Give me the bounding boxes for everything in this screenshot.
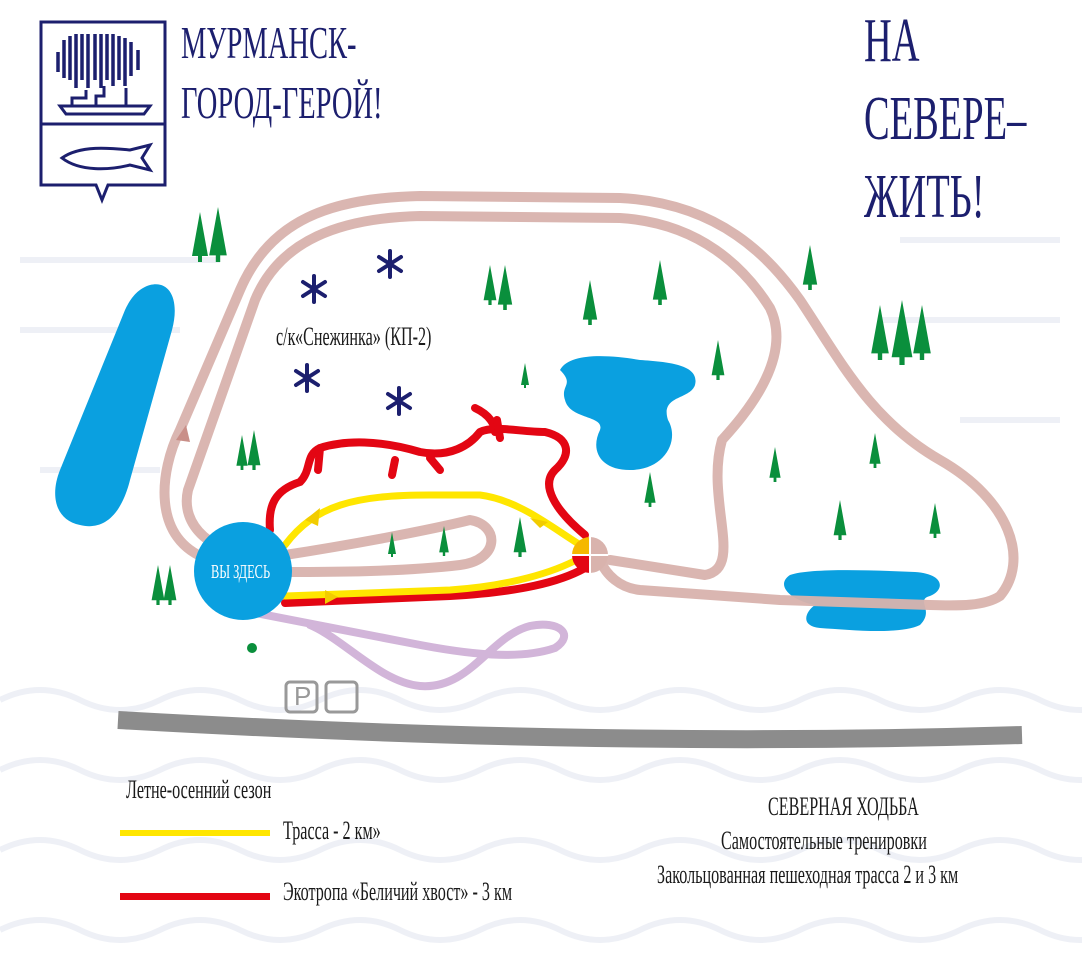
- background-watermark: [0, 237, 1082, 943]
- tree-icon: [483, 265, 497, 305]
- legend-item-red: Экотропа «Беличий хвост» - 3 км: [283, 877, 513, 906]
- walking-loop: [236, 606, 569, 691]
- legend-red-swatch: [120, 893, 270, 900]
- tree-icon: [151, 565, 165, 605]
- point-marker: [247, 643, 257, 653]
- ski-club-label: с/к«Снежинка» (КП-2): [276, 322, 432, 351]
- legend-yellow-swatch: [120, 830, 270, 836]
- lake-left: [55, 284, 175, 527]
- lake-center: [560, 356, 696, 470]
- route-arrows: [305, 508, 548, 604]
- info-line1: Самостоятельные тренировки: [721, 826, 927, 855]
- tree-icon: [439, 526, 449, 556]
- tree-icon: [388, 532, 396, 557]
- tree-icon: [497, 265, 513, 310]
- legend-season: Летне-осенний сезон: [126, 775, 272, 804]
- tree-icon: [192, 212, 208, 262]
- city-title-line1: МУРМАНСК-: [181, 17, 357, 68]
- red-route: [265, 404, 589, 607]
- tree-icon: [209, 207, 227, 262]
- you-are-here-marker: [194, 522, 292, 620]
- tree-icon: [513, 517, 527, 557]
- snowflake-icons: [294, 249, 412, 416]
- ski-loops: [159, 191, 1019, 611]
- coat-of-arms-logo: [39, 20, 167, 205]
- tree-icon: [871, 305, 889, 360]
- info-line2: Закольцованная пешеходная трасса 2 и 3 к…: [657, 860, 959, 889]
- junction-marker: [572, 537, 608, 573]
- tree-icons: [151, 207, 941, 605]
- tree-icon: [891, 300, 913, 365]
- tree-icon: [711, 340, 725, 380]
- slogan-line1: НА: [864, 7, 920, 75]
- snowflake-icon: [294, 363, 320, 393]
- snowflake-icon: [301, 274, 327, 304]
- info-title: СЕВЕРНАЯ ХОДЬБА: [768, 792, 919, 821]
- tree-icon: [236, 435, 248, 470]
- tree-icon: [833, 500, 847, 540]
- legend-item-yellow: Трасса - 2 км»: [283, 816, 381, 845]
- snowflake-icon: [377, 249, 403, 279]
- you-are-here-label: ВЫ ЗДЕСЬ: [211, 561, 271, 583]
- tree-icon: [644, 472, 656, 507]
- tree-icon: [652, 260, 668, 305]
- tree-icon: [582, 280, 598, 325]
- slogan-line2: СЕВЕРЕ–: [864, 85, 1027, 153]
- tree-icon: [913, 305, 931, 360]
- parking-label: P: [294, 681, 312, 711]
- tree-icon: [521, 363, 529, 388]
- tree-icon: [929, 503, 941, 538]
- road: [117, 711, 1023, 749]
- direction-arrow: [176, 425, 190, 442]
- tree-icon: [802, 245, 818, 290]
- tree-icon: [247, 430, 261, 470]
- tree-icon: [869, 433, 881, 468]
- parking: [284, 680, 359, 714]
- slogan-line3: ЖИТЬ!: [864, 163, 985, 231]
- city-title-line2: ГОРОД-ГЕРОЙ!: [181, 77, 383, 128]
- tree-icon: [769, 447, 781, 482]
- tree-icon: [163, 565, 177, 605]
- snowflake-icon: [386, 386, 412, 416]
